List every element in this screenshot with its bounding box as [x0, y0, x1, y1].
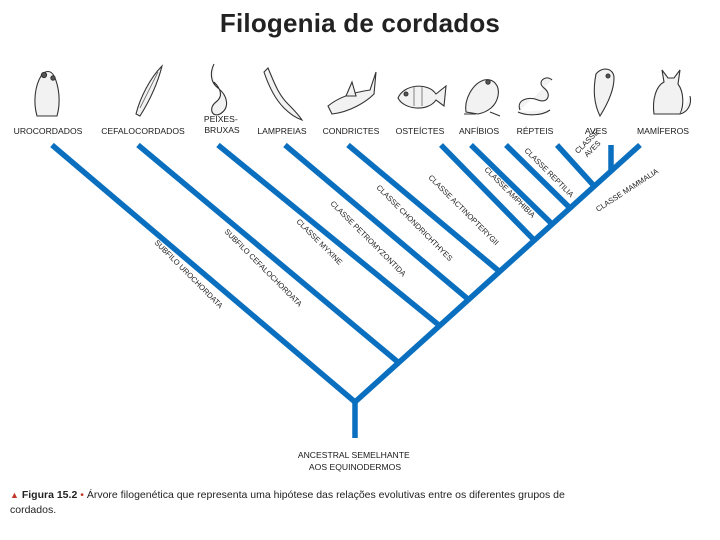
- lamprey-icon: [263, 67, 304, 122]
- taxon-label-peixes-bruxas-line1: PEIXES-: [204, 114, 238, 124]
- caption-marker: ▲: [10, 490, 19, 500]
- taxon-label-condrictes: CONDRICTES: [323, 126, 380, 136]
- caption-text: Árvore filogenética que representa uma h…: [10, 489, 565, 516]
- caption-figure-number: Figura 15.2: [21, 489, 78, 501]
- page-title: Filogenia de cordados: [219, 8, 501, 38]
- branch-urocordados: [50, 142, 357, 405]
- taxon-label-aves: AVES: [585, 126, 608, 136]
- lancelet-icon: [135, 64, 164, 117]
- branch-aves: [554, 143, 598, 189]
- taxon-label-cefalocordados: CEFALOCORDADOS: [101, 126, 185, 136]
- snake-icon: [517, 77, 553, 116]
- taxon-label-peixes-bruxas-line2: BRUXAS: [204, 125, 240, 135]
- bony-fish-icon: [397, 84, 447, 109]
- branch-label-urochordata: SUBFILO UROCHORDATA: [153, 238, 226, 311]
- sea-squirt-icon: [34, 70, 60, 117]
- frog-icon: [464, 79, 501, 117]
- cat-icon: [652, 69, 692, 115]
- branch-repteis: [504, 143, 573, 211]
- taxon-label-peixes-bruxas: PEIXES- BRUXAS: [204, 114, 240, 135]
- taxon-label-lampreias: LAMPREIAS: [257, 126, 306, 136]
- shark-icon: [327, 71, 377, 115]
- root-label-line2: AOS EQUINODERMOS: [309, 462, 401, 472]
- taxon-label-osteictes: OSTEÍCTES: [396, 126, 445, 136]
- branch-peixes-bruxas: [216, 142, 442, 329]
- taxon-label-repteis: RÉPTEIS: [517, 126, 554, 136]
- branch-lampreias: [283, 142, 471, 303]
- hagfish-icon: [210, 63, 228, 116]
- taxon-label-urocordados: UROCORDADOS: [14, 126, 83, 136]
- root-label-line1: ANCESTRAL SEMELHANTE: [298, 450, 410, 460]
- taxon-label-anfibios: ANFÍBIOS: [459, 126, 499, 136]
- branch-label-actinopterygii: CLASSE ACTINOPTERYGII: [427, 173, 501, 247]
- root-label: ANCESTRAL SEMELHANTE AOS EQUINODERMOS: [298, 450, 412, 472]
- taxon-label-mamiferos: MAMÍFEROS: [637, 126, 689, 136]
- parrot-icon: [593, 68, 615, 118]
- branch-osteictes: [439, 143, 537, 243]
- branch-label-mammalia: CLASSE MAMMALIA: [594, 166, 661, 214]
- branch-cefalocordados: [136, 142, 401, 366]
- figure-caption: ▲ Figura 15.2 • Árvore filogenética que …: [10, 488, 570, 518]
- tree-branches: [50, 142, 642, 438]
- caption-bullet: •: [80, 489, 84, 501]
- branch-condrictes: [346, 142, 502, 275]
- branch-anfibios: [469, 143, 555, 227]
